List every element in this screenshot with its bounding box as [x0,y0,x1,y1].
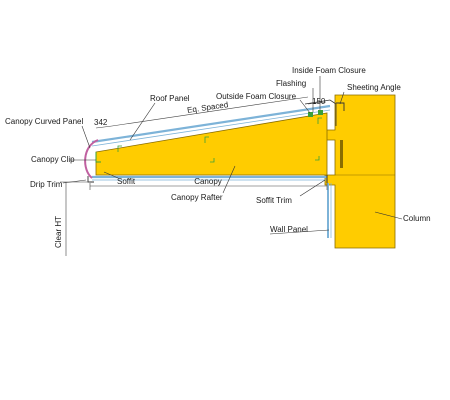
label-drip-trim: Drip Trim [30,179,87,189]
label-wall-panel: Wall Panel [269,225,330,235]
svg-text:Column: Column [403,214,431,223]
label-sheeting-angle: Sheeting Angle [339,83,401,105]
label-canopy-clip: Canopy Clip [31,155,96,164]
svg-text:Roof Panel: Roof Panel [150,94,190,103]
column [324,94,396,249]
svg-text:Canopy Rafter: Canopy Rafter [171,193,223,202]
svg-text:Wall Panel: Wall Panel [270,225,308,234]
roof-panel [91,104,331,147]
label-canopy-rafter: Canopy Rafter [171,165,236,202]
wall-panel [327,183,332,238]
rafter-stiffeners [117,117,322,163]
label-flashing: Flashing [276,79,314,112]
svg-text:Canopy: Canopy [194,177,222,186]
column-bolt-plate [340,140,343,168]
svg-text:Soffit Trim: Soffit Trim [256,196,292,205]
svg-text:Drip Trim: Drip Trim [30,180,63,189]
svg-text:Canopy Curved Panel: Canopy Curved Panel [5,117,83,126]
soffit-panel [92,175,327,181]
label-outside-foam-closure: Outside Foam Closure [216,92,311,114]
svg-text:Soffit: Soffit [117,177,136,186]
svg-text:Inside Foam Closure: Inside Foam Closure [292,66,366,75]
curved-panel-dimension: 342 [94,118,113,129]
flashing-assembly [304,99,337,126]
svg-text:150: 150 [312,97,326,106]
overlap-dimension: 150 [307,97,327,106]
svg-text:Sheeting Angle: Sheeting Angle [347,83,401,92]
canopy-dimension: Canopy [89,177,328,190]
svg-text:Flashing: Flashing [276,79,306,88]
label-column: Column [374,211,431,223]
canopy-rafter [95,112,328,176]
sheeting-angle [336,102,345,111]
label-inside-foam-closure: Inside Foam Closure [292,66,366,110]
svg-text:Clear HT: Clear HT [54,216,63,248]
label-soffit: Soffit [103,171,136,186]
svg-text:Canopy Clip: Canopy Clip [31,155,75,164]
svg-text:Eq. Spaced: Eq. Spaced [187,100,229,115]
svg-text:Outside Foam Closure: Outside Foam Closure [216,92,297,101]
svg-text:342: 342 [94,118,108,127]
canopy-curved-panel [84,139,99,179]
label-canopy-curved-panel: Canopy Curved Panel [5,117,91,149]
label-roof-panel: Roof Panel [129,94,190,141]
label-soffit-trim: Soffit Trim [256,179,326,205]
clear-ht-dimension: Clear HT [54,181,90,256]
canopy-clip [95,152,101,163]
